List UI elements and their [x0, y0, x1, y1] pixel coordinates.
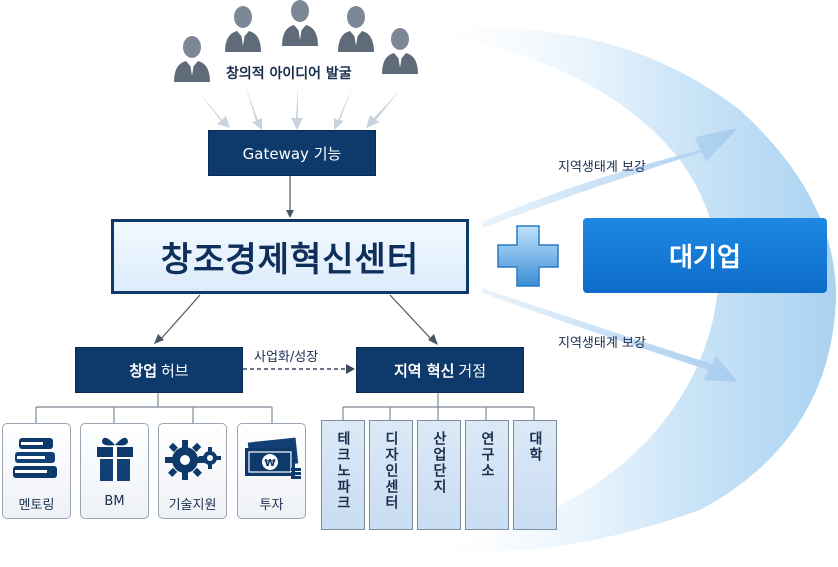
- ecosystem-arrow-bottom: [482, 288, 738, 382]
- node-card-industrial-complex: 산업단지: [417, 420, 461, 530]
- ecosystem-arrow-top: [482, 128, 738, 228]
- gift-icon: [90, 428, 140, 490]
- gateway-box: Gateway 기능: [208, 130, 376, 176]
- hub-card-investment: ₩ 투자: [237, 423, 306, 519]
- idea-discovery-label: 창의적 아이디어 발굴: [226, 66, 352, 82]
- person-icon: [225, 6, 261, 52]
- hub-card-label: 기술지원: [168, 498, 217, 513]
- innovation-center-box: 창조경제혁신센터: [111, 219, 469, 294]
- crescent-shape: [425, 28, 837, 552]
- node-card-research-institute: 연구소: [465, 420, 509, 530]
- person-icon: [174, 36, 210, 82]
- node-card-design-center: 디자인센터: [369, 420, 413, 530]
- svg-text:₩: ₩: [264, 458, 275, 469]
- big-company-label: 대기업: [669, 243, 741, 273]
- person-icon: [338, 6, 374, 52]
- hub-card-tech: 기술지원: [158, 423, 227, 519]
- node-card-technopark: 테크노파크: [321, 420, 365, 530]
- books-icon: [9, 428, 65, 490]
- commercialization-label: 사업화/성장: [254, 350, 319, 365]
- person-icon: [382, 28, 418, 74]
- startup-hub-bold: 창업: [129, 361, 157, 380]
- startup-hub-rest: 허브: [161, 361, 189, 380]
- regional-node-rest: 거점: [458, 361, 487, 380]
- hub-card-bm: BM: [80, 423, 149, 519]
- gears-icon: [163, 428, 223, 490]
- node-card-label: 연구소: [479, 431, 495, 479]
- node-card-label: 디자인센터: [383, 431, 399, 511]
- regional-node-bold: 지역 혁신: [393, 361, 455, 380]
- ecosystem-label-bottom: 지역생태계 보강: [558, 336, 646, 351]
- person-icon: [282, 0, 318, 46]
- hub-card-label: 투자: [259, 498, 284, 513]
- hub-card-label: 멘토링: [18, 498, 55, 513]
- big-company-box: 대기업: [583, 218, 827, 293]
- plus-icon: [497, 225, 559, 287]
- gateway-label: Gateway 기능: [242, 144, 342, 163]
- innovation-center-label: 창조경제혁신센터: [160, 240, 420, 280]
- ecosystem-label-top: 지역생태계 보강: [558, 160, 646, 175]
- node-card-label: 테크노파크: [335, 431, 351, 511]
- hub-card-label: BM: [104, 494, 125, 509]
- node-card-label: 대학: [527, 431, 543, 463]
- money-icon: ₩: [241, 428, 303, 490]
- node-card-university: 대학: [513, 420, 557, 530]
- node-card-label: 산업단지: [431, 431, 447, 495]
- hub-card-mentoring: 멘토링: [2, 423, 71, 519]
